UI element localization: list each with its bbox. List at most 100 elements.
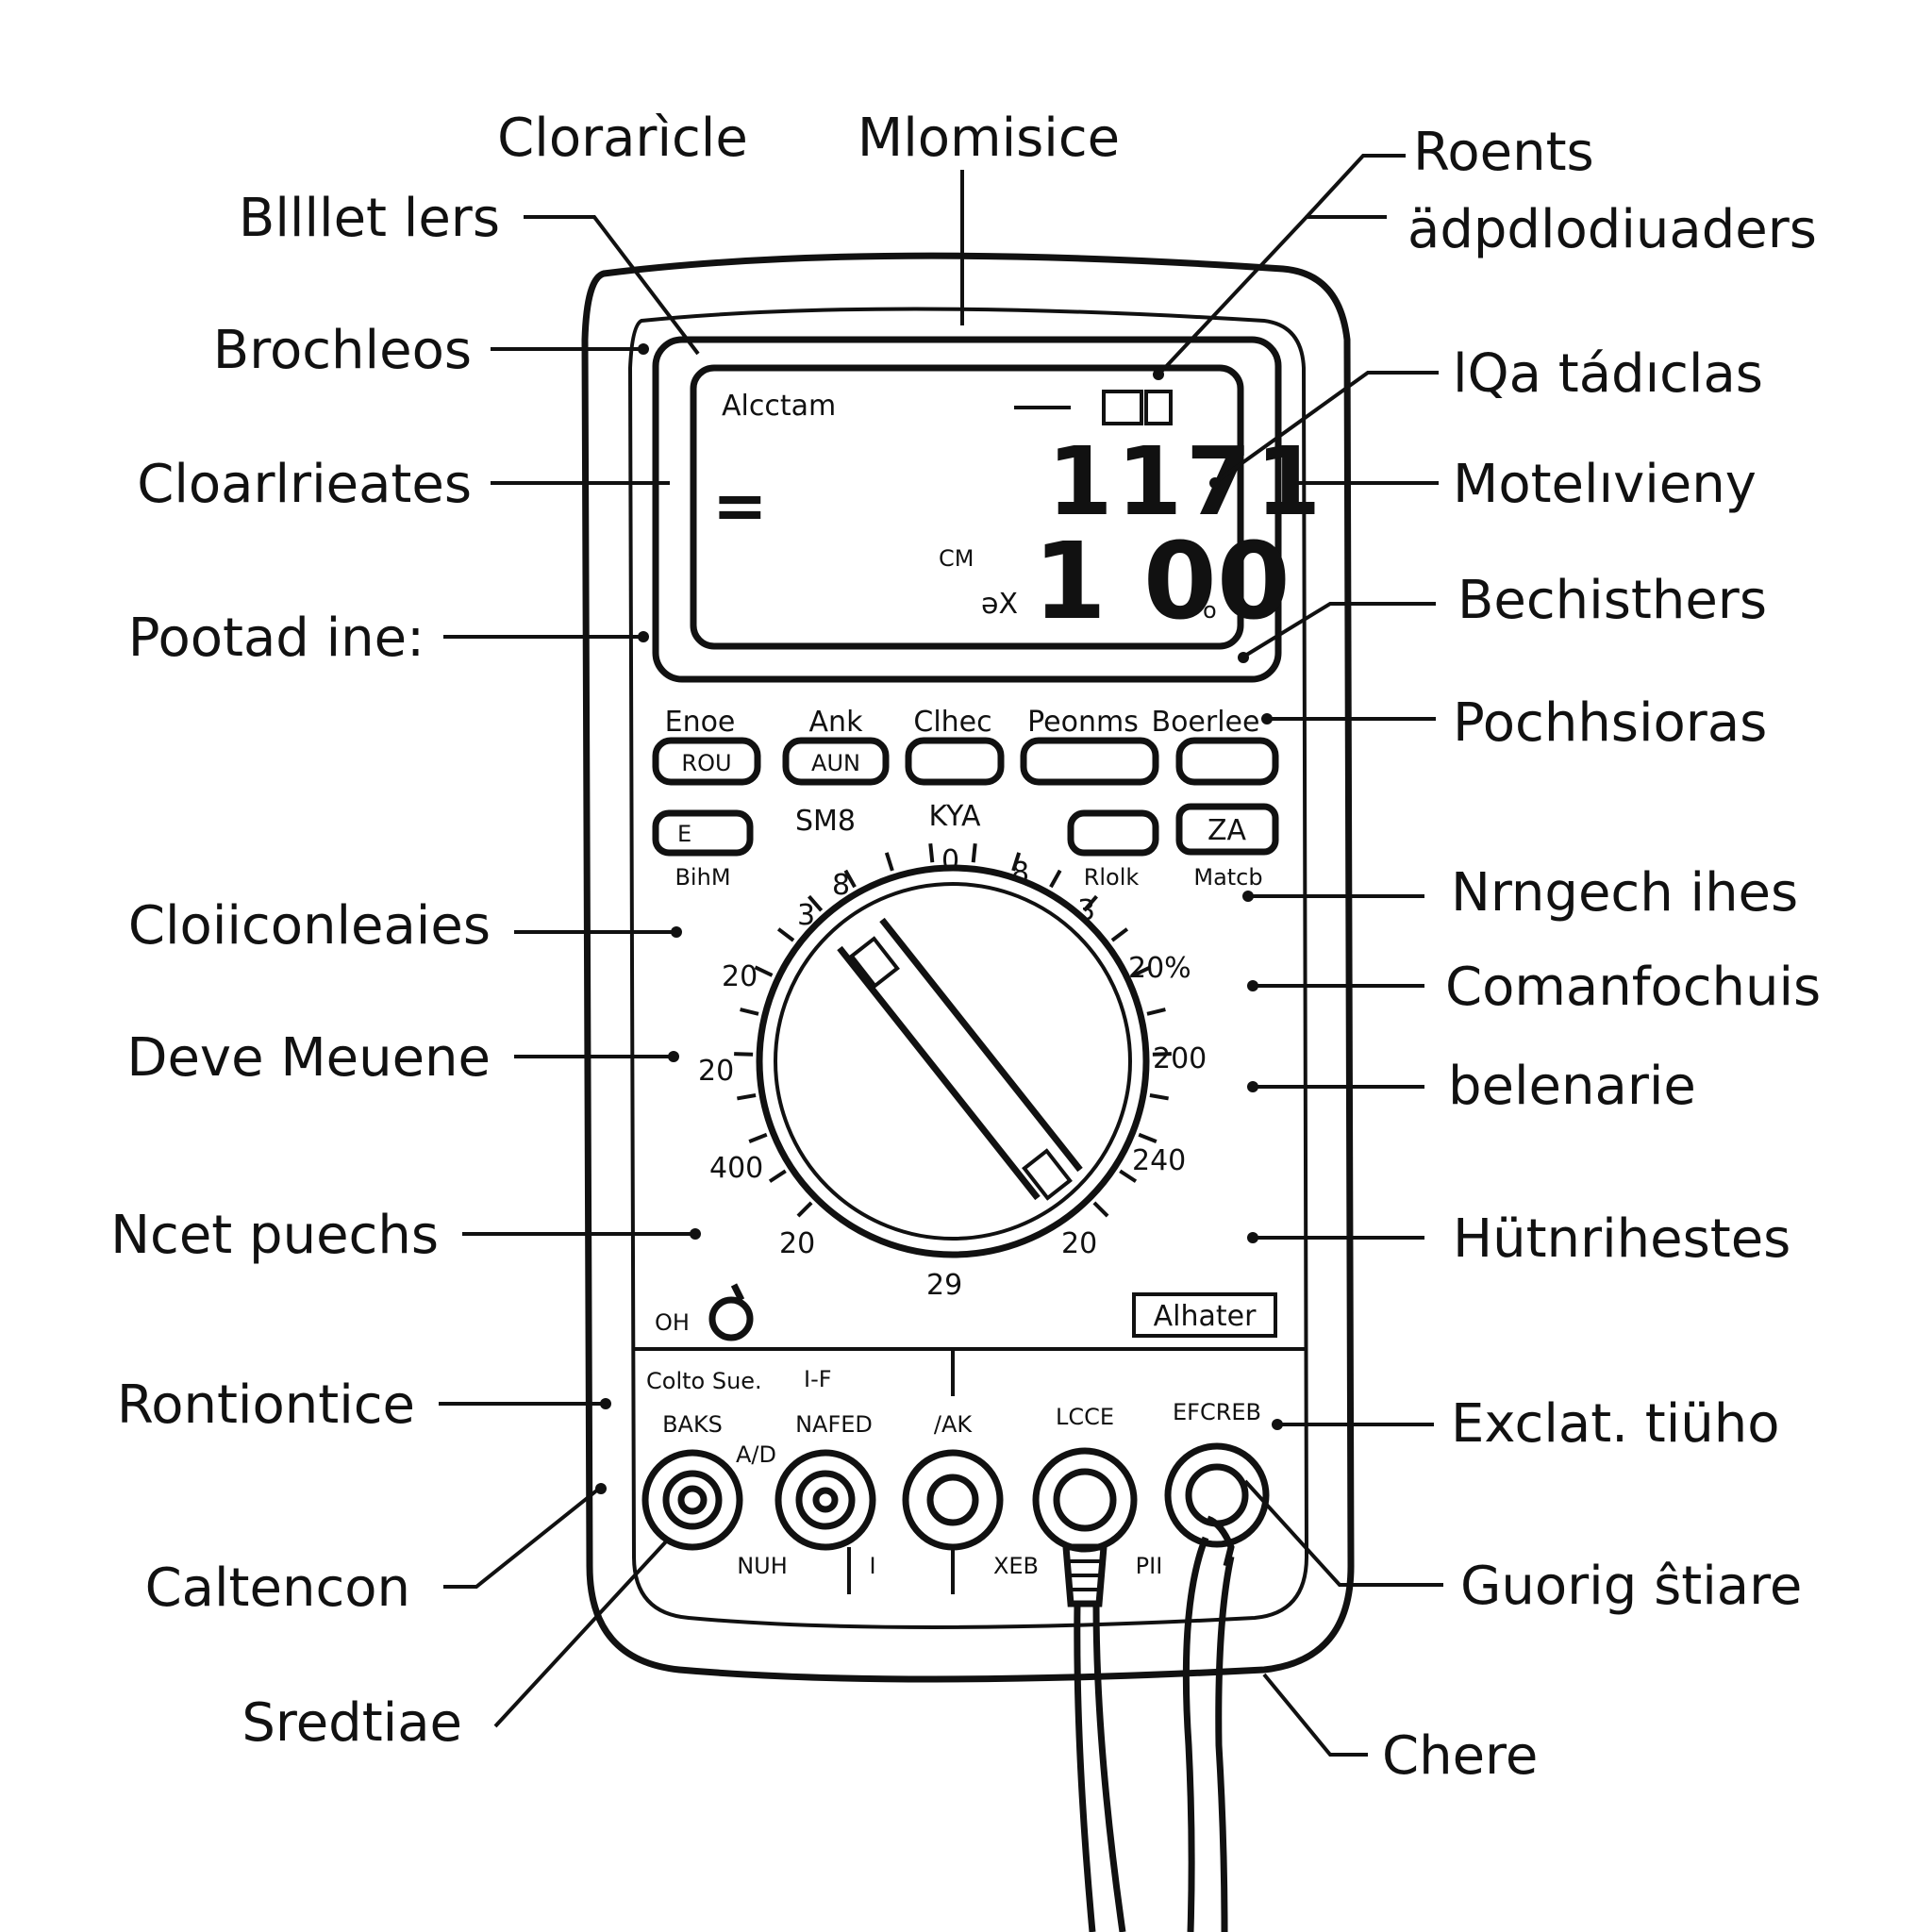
dial-tick: [1132, 965, 1152, 977]
dial-tick: [808, 894, 824, 912]
dial-tick: [734, 1052, 754, 1057]
dial-tick-label: 20: [722, 960, 758, 993]
dial-tick-label: 29: [926, 1269, 962, 1302]
button-caption: Ank: [809, 706, 864, 739]
callout-labels: Clorarìcle Mlomisice Bllllet lers Brochl…: [110, 108, 1821, 1787]
callout-label: Chere: [1382, 1725, 1538, 1787]
button-caption: Matcb: [1193, 864, 1262, 891]
jack-com[interactable]: [641, 1449, 743, 1551]
button-row-2: E BihM SM8 KYA Rlolk ZA Matcb: [652, 800, 1279, 891]
dial-tick: [1119, 1169, 1138, 1183]
dial-tick-label: 20%: [1128, 952, 1191, 985]
jack-a[interactable]: [902, 1449, 1004, 1551]
callout-label: Pochhsioras: [1453, 692, 1767, 754]
jack-bottom-label: PII: [1136, 1553, 1163, 1579]
dial-tick: [1146, 1008, 1166, 1016]
dial-tick: [1149, 1093, 1169, 1101]
dial-tick-marks: [734, 843, 1172, 1218]
dial-tick: [884, 852, 894, 872]
battery-icon: [1102, 390, 1173, 425]
dial-tick-label: 8: [832, 869, 850, 902]
dial-tick-label: 3: [1077, 894, 1095, 927]
dial-tick: [754, 965, 774, 977]
dial-pointer: [837, 917, 1083, 1201]
dial-tick-label: 20: [698, 1055, 734, 1088]
dial-tick-label: 3: [797, 899, 815, 932]
callout-label: Clorarìcle: [497, 108, 748, 169]
dial-tick: [768, 1169, 787, 1183]
dial-tick: [928, 843, 935, 863]
button-boerlee[interactable]: [1175, 737, 1279, 786]
callout-label: Comanfochuis: [1445, 957, 1821, 1018]
display-suffix: o: [1203, 597, 1217, 624]
callout-label: Deve Meuene: [126, 1027, 491, 1089]
dial-tick: [737, 1093, 757, 1101]
dial-tick-label: 20: [1061, 1227, 1097, 1260]
dial-tick-label: 8: [1011, 857, 1029, 890]
jack-bottom-label: XEB: [993, 1553, 1039, 1579]
display-unit-small: CM: [939, 545, 974, 572]
callout-label: Bllllet lers: [239, 188, 500, 249]
test-leads[interactable]: [1062, 1515, 1235, 1932]
button-caption: Boerlee: [1152, 706, 1260, 739]
jack-v[interactable]: [1032, 1447, 1138, 1553]
button-label: ROU: [681, 750, 731, 776]
leader-lines: [439, 154, 1443, 1757]
jack-header: Colto Sue.: [646, 1368, 762, 1394]
button-label: AUN: [811, 750, 860, 776]
jack-header-mark: I-F: [804, 1366, 832, 1392]
dial-tick-label: 0: [941, 844, 959, 877]
callout-label: Exclat. tiüho: [1451, 1393, 1780, 1455]
display-unit-side: ǝX: [981, 588, 1018, 621]
button-label: ZA: [1208, 814, 1247, 847]
dial-tick: [1092, 1201, 1109, 1218]
callout-label: Caltencon: [145, 1557, 410, 1619]
power-label: OH: [655, 1309, 690, 1336]
callout-label: Brochleos: [213, 320, 472, 381]
jack-label: LCCE: [1056, 1404, 1114, 1430]
dial-tick: [1152, 1052, 1172, 1057]
lcd-display: Alcctam = 1171 CM ǝX 1 00 o: [652, 336, 1321, 683]
button-caption: Clhec: [913, 706, 991, 739]
callout-label: Cloiiconleaies: [128, 895, 491, 957]
button-caption: Peonms: [1027, 706, 1139, 739]
callout-label: Guorig ŝtiare: [1460, 1556, 1802, 1617]
dial-tick-label: 240: [1132, 1144, 1186, 1177]
jack-bottom-label: NUH: [737, 1553, 788, 1579]
button-clhec[interactable]: [905, 737, 1005, 786]
dial-tick-label: 400: [709, 1152, 763, 1185]
dial-tick: [971, 843, 977, 863]
jack-ma[interactable]: [774, 1449, 876, 1551]
button-peonms[interactable]: [1020, 737, 1159, 786]
rotary-dial[interactable]: 3 8 0 8 3 20 20% 20 200 400 240 20 29 20: [698, 843, 1207, 1302]
callout-label: Sredtiae: [242, 1692, 462, 1754]
dial-tick: [1138, 1132, 1158, 1143]
power-icon[interactable]: [708, 1283, 754, 1341]
callout-label: Ncet puechs: [110, 1205, 439, 1266]
callout-label: belenarie: [1448, 1056, 1696, 1117]
dial-tick: [748, 1132, 768, 1143]
dial-tick: [776, 927, 795, 942]
dial-tick: [796, 1201, 813, 1218]
jack-label: NAFED: [795, 1411, 873, 1438]
callout-label: Rontiontice: [117, 1374, 415, 1436]
jack-ohm[interactable]: [1164, 1442, 1270, 1548]
callout-label: ädpdlodiuaders: [1407, 199, 1817, 260]
callout-label: Pootad ine:: [128, 608, 425, 669]
button-rou[interactable]: [652, 737, 761, 786]
jack-panel: Colto Sue. I-F BAKS A/D NAFED /AK LCCE E…: [641, 1349, 1270, 1594]
button-label: E: [677, 821, 691, 847]
button-row-1: Enoe ROU Ank AUN Clhec Peonms Boerlee: [652, 706, 1279, 786]
callout-label: Roents: [1413, 122, 1594, 183]
button-caption: Rlolk: [1084, 864, 1140, 891]
dial-tick: [1049, 869, 1062, 889]
button-rlolk[interactable]: [1067, 809, 1159, 857]
button-e[interactable]: [652, 809, 754, 857]
button-za[interactable]: [1175, 803, 1279, 856]
button-caption: Enoe: [665, 706, 736, 739]
callout-label: Mlomisice: [858, 108, 1120, 169]
jack-label: /AK: [934, 1411, 974, 1438]
dial-tick-label: 20: [779, 1227, 815, 1260]
callout-label: Nrngech ihes: [1451, 862, 1798, 924]
button-aun[interactable]: [782, 737, 890, 786]
